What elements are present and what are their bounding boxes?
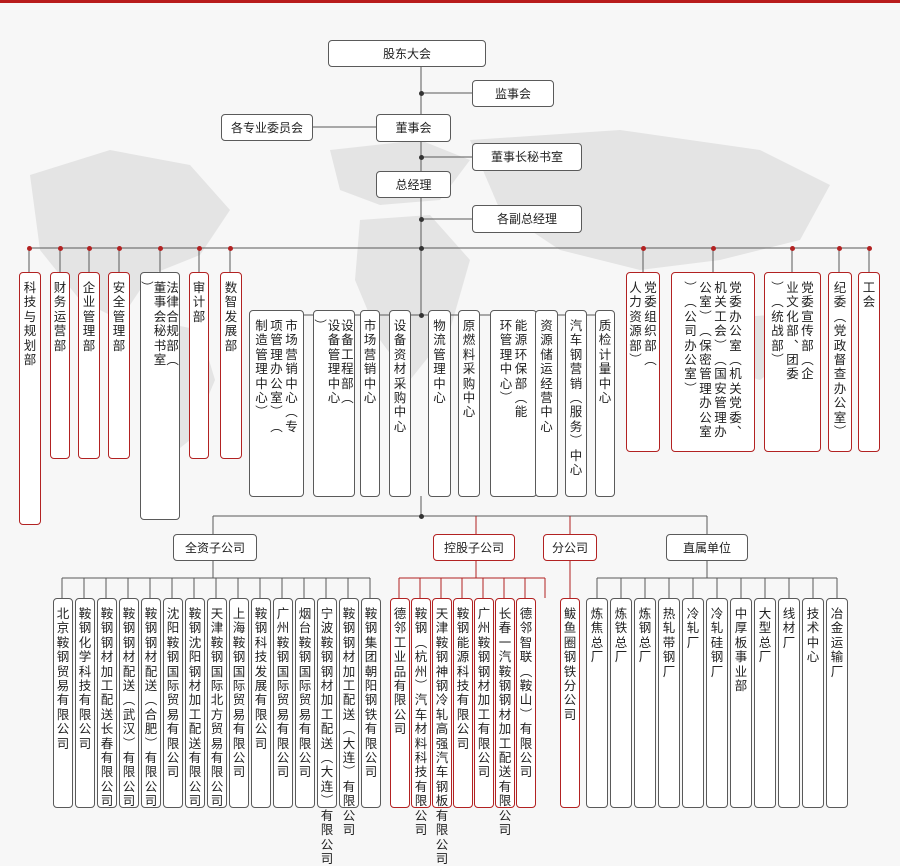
holding-subsidiary: 鞍钢︵杭州︶汽车材料科技有限公司 <box>411 598 431 837</box>
holding-subsidiary: 德邻工业品有限公司 <box>390 598 410 808</box>
wholly-owned-subsidiary: 鞍钢钢材配送︵武汉︶有限公司 <box>119 598 139 808</box>
dept-enterprise-mgmt: 企业管理部 <box>78 272 100 459</box>
holding-subsidiary: 鞍钢能源科技有限公司 <box>453 598 473 808</box>
top-accent-bar <box>0 0 900 3</box>
wholly-owned-subsidiary: 鞍钢集团朝阳钢铁有限公司 <box>361 598 381 808</box>
deputy-gms-box: 各副总经理 <box>472 205 582 233</box>
center-marketing: 市场营销中心︵专项管理办公室︶︵制造管理中心︶ <box>249 310 304 497</box>
wholly-owned-subsidiary: 鞍钢科技发展有限公司 <box>251 598 271 808</box>
dept-party-publicity: 党委宣传部︵企业文化部︑团委︶︵统战部︶ <box>764 272 821 452</box>
dept-tech-planning: 科技与规划部 <box>19 272 41 525</box>
dept-finance: 财务运营部 <box>50 272 70 459</box>
direct-unit: 技术中心 <box>802 598 824 808</box>
dept-party-office: 党委办公室︵机关党委︑机关工会︶︵国安管理办公室︶︵保密管理办公室︶︵公司办公室… <box>671 272 755 452</box>
holding-subsidiary: 天津鞍钢神钢冷轧高强汽车钢板有限公司 <box>432 598 452 866</box>
general-manager-box: 总经理 <box>376 171 451 198</box>
supervisory-board-box: 监事会 <box>472 80 554 107</box>
dept-audit: 审计部 <box>189 272 209 459</box>
wholly-owned-category-box: 全资子公司 <box>173 534 257 561</box>
center-logistics: 物流管理中心 <box>428 310 451 497</box>
holding-category-box: 控股子公司 <box>433 534 515 561</box>
dept-party-org: 党委组织部︵人力资源部︶ <box>626 272 660 452</box>
dept-safety: 安全管理部 <box>108 272 130 459</box>
center-quality: 质检计量中心 <box>595 310 615 497</box>
wholly-owned-subsidiary: 天津鞍钢国际北方贸易有限公司 <box>207 598 227 808</box>
holding-subsidiary: 德邻智联︵鞍山︶有限公司 <box>516 598 536 808</box>
direct-unit: 炼铁总厂 <box>610 598 632 808</box>
direct-unit: 冷轧硅钢厂 <box>706 598 728 808</box>
wholly-owned-subsidiary: 烟台鞍钢国际贸易有限公司 <box>295 598 315 808</box>
dept-discipline: 纪委︵党政督查办公室︶ <box>828 272 852 452</box>
holding-subsidiary: 广州鞍钢钢材加工有限公司 <box>474 598 494 808</box>
wholly-owned-subsidiary: 广州鞍钢国际贸易有限公司 <box>273 598 293 808</box>
center-market-sales: 市场营销中心 <box>360 310 380 497</box>
wholly-owned-subsidiary: 鞍钢钢材加工配送长春有限公司 <box>97 598 117 808</box>
direct-unit: 炼焦总厂 <box>586 598 608 808</box>
wholly-owned-subsidiary: 宁波鞍钢钢材加工配送︵大连︶有限公司 <box>317 598 337 866</box>
direct-units-category-box: 直属单位 <box>666 534 748 561</box>
branch-company: 鲅鱼圈钢铁分公司 <box>560 598 580 808</box>
direct-unit: 大型总厂 <box>754 598 776 808</box>
direct-unit: 冷轧厂 <box>682 598 704 808</box>
center-equipment-procurement: 设备资材采购中心 <box>389 310 411 497</box>
direct-unit: 冶金运输厂 <box>826 598 848 808</box>
direct-unit: 中厚板事业部 <box>730 598 752 808</box>
board-secretary-office-box: 董事长秘书室 <box>472 143 582 171</box>
center-auto-steel: 汽车钢营销︵服务︶中心 <box>565 310 587 497</box>
center-energy: 能源环保部︵能环管理中心︶ <box>490 310 537 497</box>
wholly-owned-subsidiary: 沈阳鞍钢国际贸易有限公司 <box>163 598 183 808</box>
wholly-owned-subsidiary: 鞍钢钢材配送︵合肥︶有限公司 <box>141 598 161 808</box>
wholly-owned-subsidiary: 上海鞍钢国际贸易有限公司 <box>229 598 249 808</box>
dept-digital: 数智发展部 <box>220 272 242 459</box>
committees-box: 各专业委员会 <box>221 114 313 141</box>
board-of-directors-box: 董事会 <box>376 114 451 142</box>
center-equipment-eng: 设备工程部︵设备管理中心︶ <box>313 310 355 497</box>
wholly-owned-subsidiary: 北京鞍钢贸易有限公司 <box>53 598 73 808</box>
dept-union: 工会 <box>858 272 880 452</box>
center-raw-fuel: 原燃料采购中心 <box>458 310 480 497</box>
dept-legal: 法律合规部︵董事会秘书室︶ <box>140 272 180 520</box>
wholly-owned-subsidiary: 鞍钢钢材加工配送︵大连︶有限公司 <box>339 598 359 837</box>
wholly-owned-subsidiary: 鞍钢化学科技有限公司 <box>75 598 95 808</box>
direct-unit: 炼钢总厂 <box>634 598 656 808</box>
center-resources: 资源储运经营中心 <box>535 310 558 497</box>
direct-unit: 热轧带钢厂 <box>658 598 680 808</box>
branch-category-box: 分公司 <box>543 534 597 561</box>
wholly-owned-subsidiary: 鞍钢沈阳钢材加工配送有限公司 <box>185 598 205 808</box>
direct-unit: 线材厂 <box>778 598 800 808</box>
holding-subsidiary: 长春一汽鞍钢钢材加工配送有限公司 <box>495 598 515 837</box>
shareholders-meeting-box: 股东大会 <box>328 40 486 67</box>
